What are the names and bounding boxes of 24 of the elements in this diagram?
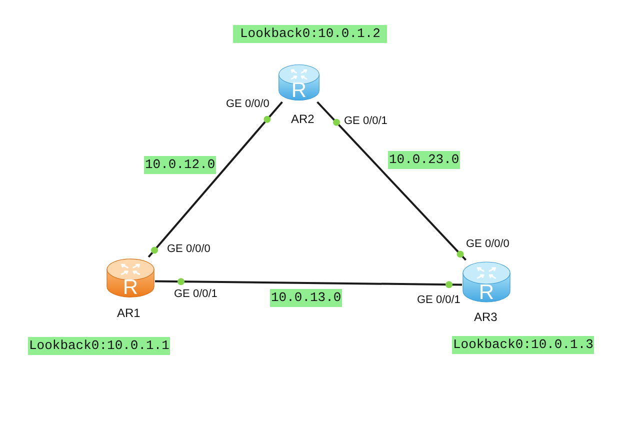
interface-label: GE 0/0/0 bbox=[167, 243, 210, 256]
link-line bbox=[316, 101, 467, 261]
router-letter: R bbox=[478, 282, 494, 303]
router-letter: R bbox=[122, 277, 138, 298]
interface-label: GE 0/0/1 bbox=[417, 294, 460, 307]
loopback-label: Lookback0:10.0.1.1 bbox=[28, 337, 170, 355]
router-name: AR1 bbox=[117, 306, 140, 320]
interface-label: GE 0/0/1 bbox=[344, 115, 388, 128]
router-name: AR2 bbox=[291, 112, 314, 126]
loopback-label: Lookback0:10.0.1.3 bbox=[452, 336, 594, 354]
router-name: AR3 bbox=[474, 310, 498, 324]
subnet-label: 10.0.13.0 bbox=[270, 289, 342, 307]
interface-label: GE 0/0/1 bbox=[174, 288, 218, 301]
interface-label: GE 0/0/0 bbox=[466, 238, 510, 251]
link-line bbox=[154, 280, 462, 286]
subnet-label: 10.0.12.0 bbox=[144, 156, 216, 174]
link-line bbox=[148, 101, 283, 258]
subnet-label: 10.0.23.0 bbox=[388, 151, 460, 169]
interface-label: GE 0/0/0 bbox=[226, 98, 270, 111]
router-letter: R bbox=[291, 80, 307, 101]
router bbox=[462, 260, 511, 304]
loopback-label: Lookback0:10.0.1.2 bbox=[233, 25, 388, 43]
router bbox=[106, 257, 155, 299]
router bbox=[278, 63, 320, 102]
